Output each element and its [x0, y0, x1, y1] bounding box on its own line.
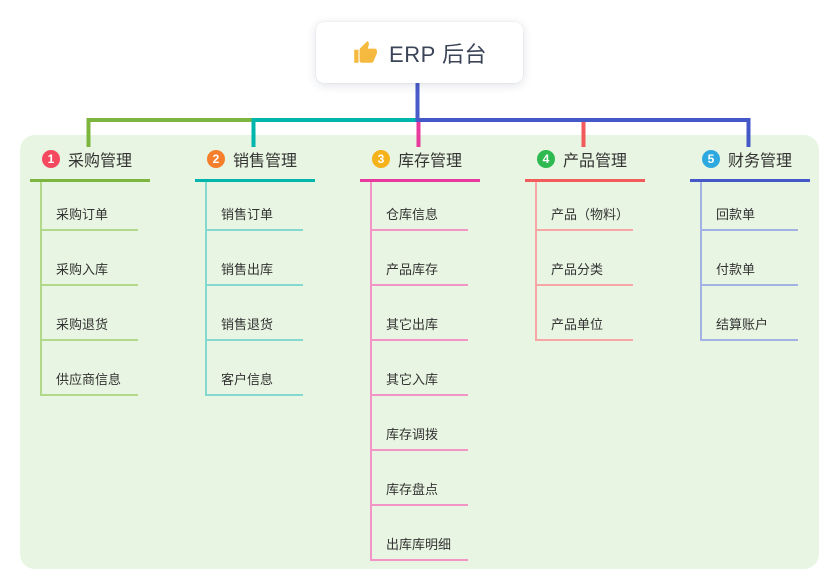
- branch-item-label: 其它入库: [386, 372, 439, 387]
- branch-item-label: 结算账户: [716, 317, 769, 332]
- branch-number-badge: 3: [372, 150, 390, 168]
- branch-header-5[interactable]: 5 财务管理: [690, 143, 810, 182]
- branch-header-2[interactable]: 2 销售管理: [195, 143, 315, 182]
- branch-item[interactable]: 供应商信息: [42, 341, 138, 396]
- branch-item[interactable]: 采购退货: [42, 286, 138, 341]
- branch-item-label: 其它出库: [386, 317, 439, 332]
- branch-items-2: 销售订单销售出库销售退货客户信息: [205, 182, 303, 396]
- branch-item[interactable]: 其它出库: [372, 286, 468, 341]
- branch-item[interactable]: 产品库存: [372, 231, 468, 286]
- branch-item-label: 产品库存: [386, 262, 439, 277]
- branch-item[interactable]: 出库库明细: [372, 506, 468, 561]
- branch-item-label: 客户信息: [221, 372, 274, 387]
- branch-item-label: 库存盘点: [386, 482, 439, 497]
- branch-item-label: 产品（物料）: [551, 207, 630, 222]
- branch-header-1[interactable]: 1 采购管理: [30, 143, 150, 182]
- branch-item-label: 采购退货: [56, 317, 109, 332]
- branch-item-label: 库存调拨: [386, 427, 439, 442]
- branch-item[interactable]: 销售订单: [207, 182, 303, 231]
- branch-number-badge: 4: [537, 150, 555, 168]
- branch-item[interactable]: 其它入库: [372, 341, 468, 396]
- branch-item[interactable]: 库存调拨: [372, 396, 468, 451]
- branch-header-4[interactable]: 4 产品管理: [525, 143, 645, 182]
- branch-item-label: 销售出库: [221, 262, 274, 277]
- branch-number-badge: 5: [702, 150, 720, 168]
- branch-title: 采购管理: [68, 153, 133, 170]
- branch-items-1: 采购订单采购入库采购退货供应商信息: [40, 182, 138, 396]
- branch-items-5: 回款单付款单结算账户: [700, 182, 798, 341]
- branch-item[interactable]: 付款单: [702, 231, 798, 286]
- branch-item-label: 仓库信息: [386, 207, 439, 222]
- branch-column-2: 2 销售管理销售订单销售出库销售退货客户信息: [195, 143, 317, 396]
- branch-title: 产品管理: [563, 153, 628, 170]
- branch-item[interactable]: 采购入库: [42, 231, 138, 286]
- branch-title: 销售管理: [233, 153, 298, 170]
- branch-item[interactable]: 产品（物料）: [537, 182, 633, 231]
- branch-title: 财务管理: [728, 153, 793, 170]
- branch-item[interactable]: 回款单: [702, 182, 798, 231]
- branch-item-label: 供应商信息: [56, 372, 122, 387]
- branch-item-label: 产品单位: [551, 317, 604, 332]
- branch-item-label: 付款单: [716, 262, 756, 277]
- branch-items-4: 产品（物料） 产品分类产品单位: [535, 182, 633, 341]
- branch-number-badge: 1: [42, 150, 60, 168]
- thumbs-up-icon: [354, 40, 377, 63]
- branch-column-3: 3 库存管理仓库信息产品库存其它出库其它入库库存调拨库存盘点出库库明细: [360, 143, 482, 561]
- branch-column-5: 5 财务管理回款单付款单结算账户: [690, 143, 812, 341]
- branch-column-1: 1 采购管理采购订单采购入库采购退货供应商信息: [30, 143, 152, 396]
- root-node-label: ERP 后台: [389, 41, 487, 67]
- branch-item[interactable]: 产品分类: [537, 231, 633, 286]
- branch-item-label: 产品分类: [551, 262, 604, 277]
- branch-item-label: 回款单: [716, 207, 756, 222]
- branch-item[interactable]: 采购订单: [42, 182, 138, 231]
- root-node-erp[interactable]: ERP 后台: [316, 22, 523, 83]
- branch-item[interactable]: 仓库信息: [372, 182, 468, 231]
- branch-header-3[interactable]: 3 库存管理: [360, 143, 480, 182]
- branch-item[interactable]: 结算账户: [702, 286, 798, 341]
- branch-item-label: 销售订单: [221, 207, 274, 222]
- branch-item[interactable]: 客户信息: [207, 341, 303, 396]
- branch-column-4: 4 产品管理产品（物料） 产品分类产品单位: [525, 143, 647, 341]
- branch-title: 库存管理: [398, 153, 463, 170]
- branches-panel: [20, 135, 819, 569]
- branch-item-label: 采购订单: [56, 207, 109, 222]
- branch-items-3: 仓库信息产品库存其它出库其它入库库存调拨库存盘点出库库明细: [370, 182, 468, 561]
- branch-item[interactable]: 销售退货: [207, 286, 303, 341]
- branch-item[interactable]: 产品单位: [537, 286, 633, 341]
- branch-number-badge: 2: [207, 150, 225, 168]
- branch-item-label: 采购入库: [56, 262, 109, 277]
- branch-item[interactable]: 销售出库: [207, 231, 303, 286]
- branch-item[interactable]: 库存盘点: [372, 451, 468, 506]
- branch-item-label: 出库库明细: [386, 537, 452, 552]
- branch-item-label: 销售退货: [221, 317, 274, 332]
